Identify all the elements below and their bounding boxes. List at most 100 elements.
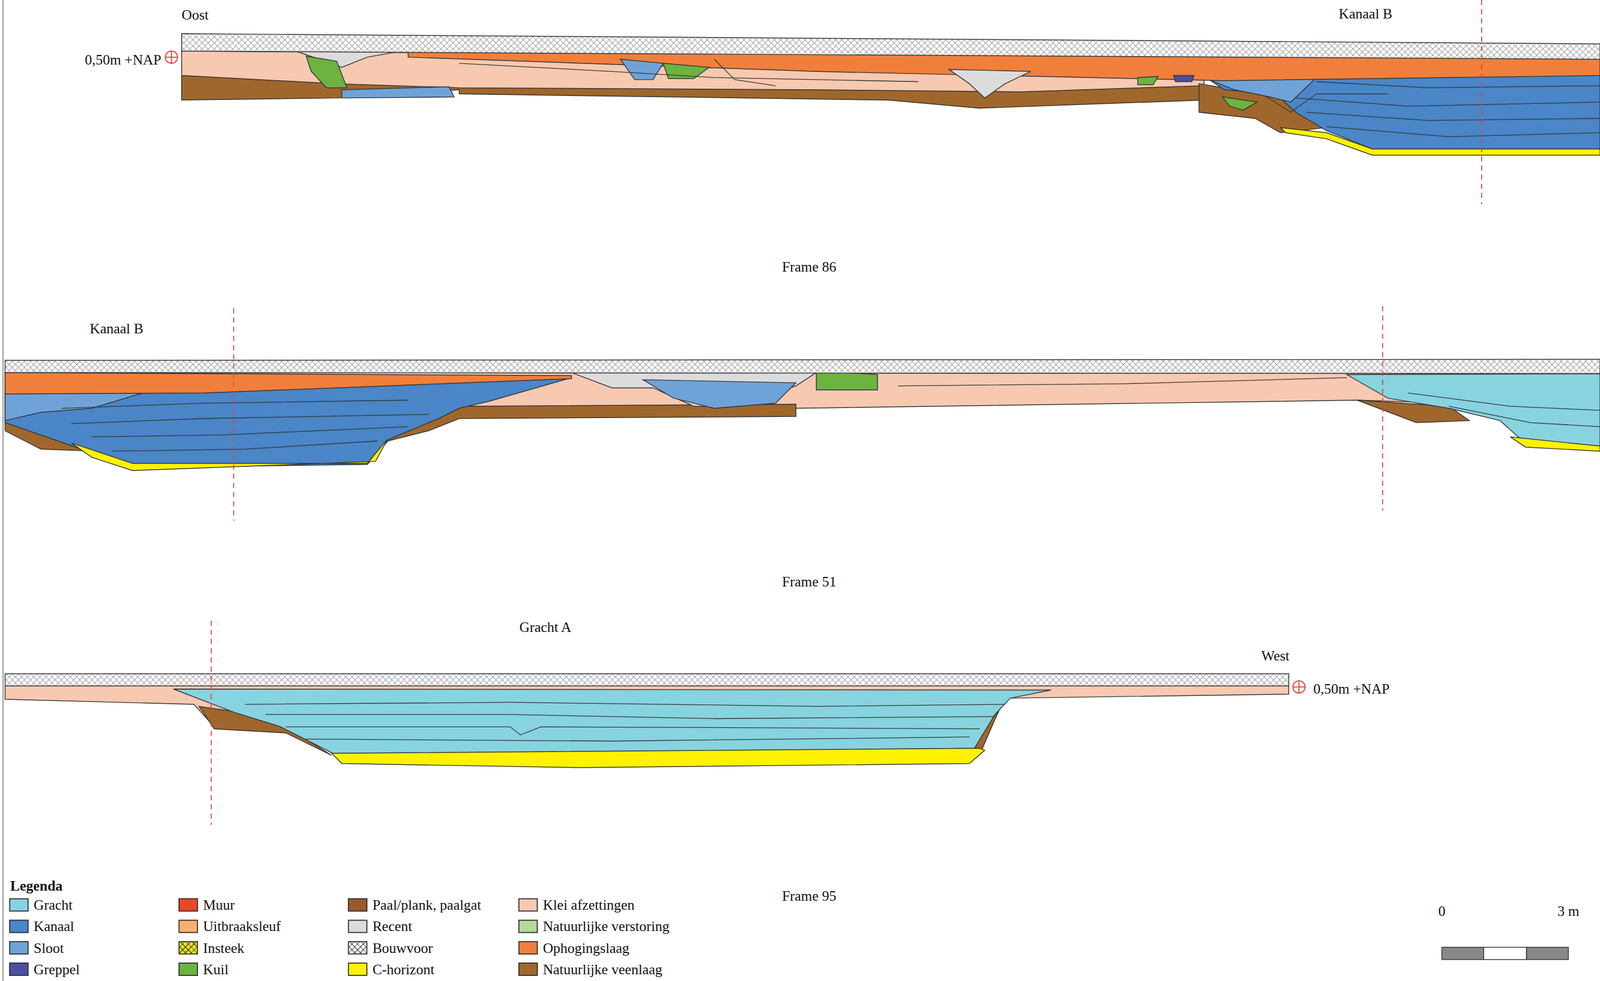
- legend-label: Kanaal: [33, 918, 75, 935]
- section-shape: [5, 389, 154, 421]
- frame-label: Frame 95: [782, 888, 837, 904]
- section-shape: [92, 426, 409, 437]
- section-shape: [1137, 76, 1158, 85]
- legend-label: Paal/plank, paalgat: [372, 897, 482, 913]
- section-shape: [1173, 75, 1194, 82]
- section-shape: [1293, 680, 1306, 693]
- section-shape: [1280, 127, 1600, 155]
- legend-label: Recent: [372, 918, 413, 935]
- section-shape: [331, 747, 985, 768]
- section-shape: [663, 63, 710, 79]
- section-shape: [642, 379, 797, 409]
- frame-label: Frame 86: [782, 259, 837, 276]
- legend-swatch: [347, 940, 368, 955]
- section-shape: [1510, 436, 1600, 451]
- reference-level: 0,50m +NAP: [84, 52, 162, 68]
- section-shape: [1346, 373, 1600, 450]
- section-shape: [5, 359, 1600, 374]
- legend-swatch: [178, 919, 199, 933]
- legend-label: Natuurlijke verstoring: [543, 918, 670, 935]
- section-shape: [620, 58, 664, 80]
- legend-swatch: [518, 919, 539, 933]
- legend-swatch: [518, 898, 539, 912]
- section-shape: [1295, 98, 1600, 107]
- section-shape: [1265, 93, 1388, 113]
- section-shape: [898, 377, 1347, 386]
- section-shape: [306, 736, 970, 741]
- legend-swatch: [8, 962, 29, 976]
- section-shape: [1526, 946, 1569, 960]
- legend-label: Uitbraaksleuf: [203, 918, 282, 935]
- legend-title: Legenda: [10, 877, 63, 894]
- direction-label: West: [1261, 648, 1290, 665]
- legend-label: C-horizont: [372, 961, 435, 978]
- section-shape: [285, 726, 980, 735]
- feature-label: Kanaal B: [1338, 6, 1392, 22]
- section-shape: [1208, 73, 1600, 150]
- section-shape: [1481, 0, 1483, 205]
- section-shape: [1483, 946, 1527, 960]
- section-shape: [714, 58, 776, 86]
- legend-swatch: [178, 898, 199, 912]
- section-shape: [1326, 126, 1600, 137]
- section-shape: [5, 359, 1600, 471]
- section-shape: [1382, 306, 1384, 511]
- legend-swatch: [8, 940, 29, 955]
- section-shape: [5, 372, 572, 394]
- section-shape: [245, 701, 1006, 741]
- section-shape: [306, 56, 348, 88]
- reference-level: 0,50m +NAP: [1313, 681, 1390, 697]
- section-shape: [265, 714, 995, 719]
- section-shape: [61, 377, 1600, 452]
- section-shape: [1222, 97, 1258, 111]
- scale-number: 0: [1438, 903, 1446, 919]
- section-shape: [1449, 406, 1600, 427]
- direction-label: Oost: [181, 7, 209, 24]
- section-shape: [181, 33, 1600, 59]
- section-shape: [1306, 112, 1600, 121]
- legend-label: Muur: [203, 897, 236, 913]
- frame-label: Frame 51: [782, 573, 837, 590]
- legend-swatch: [347, 898, 368, 912]
- section-shape: [1441, 946, 1484, 960]
- section-shape: [2, 0, 4, 981]
- section-shape: [71, 438, 388, 471]
- section-shape: [112, 440, 378, 452]
- scale-number: 3 m: [1557, 903, 1580, 919]
- section-shape: [165, 51, 178, 64]
- section-shape: [245, 701, 1006, 706]
- legend-swatch: [178, 962, 199, 976]
- section-shape: [458, 63, 918, 82]
- section-shape: [1408, 392, 1600, 411]
- section-shape: [71, 414, 429, 424]
- section-shape: [181, 33, 1600, 155]
- legend-label: Gracht: [33, 897, 73, 913]
- section-shape: [1316, 81, 1600, 89]
- feature-label: Kanaal B: [89, 320, 144, 337]
- legend-swatch: [347, 962, 368, 976]
- section-shape: [61, 400, 408, 409]
- feature-label: Gracht A: [519, 619, 572, 636]
- legend-label: Natuurlijke veenlaag: [543, 961, 663, 978]
- legend-label: Bouwvoor: [372, 940, 434, 956]
- section-shape: [233, 307, 235, 521]
- section-shape: [5, 673, 1289, 686]
- legend-swatch: [8, 898, 29, 912]
- legend-label: Kuil: [203, 961, 229, 978]
- section-shape: [1293, 680, 1306, 693]
- section-shape: [5, 673, 1289, 767]
- section-shape: [210, 620, 213, 825]
- section-shape: [949, 69, 1032, 99]
- legend-swatch: [8, 919, 29, 933]
- legend-label: Insteek: [203, 940, 245, 956]
- legend-swatch: [518, 940, 539, 955]
- section-shape: [341, 86, 454, 99]
- legend-label: Ophogingslaag: [543, 940, 630, 956]
- legend-swatch: [518, 962, 539, 976]
- section-shape: [165, 51, 178, 64]
- legend-label: Sloot: [33, 940, 64, 956]
- section-shape: [173, 688, 1051, 756]
- section-shape: [458, 58, 1600, 137]
- legend-swatch: [178, 940, 199, 955]
